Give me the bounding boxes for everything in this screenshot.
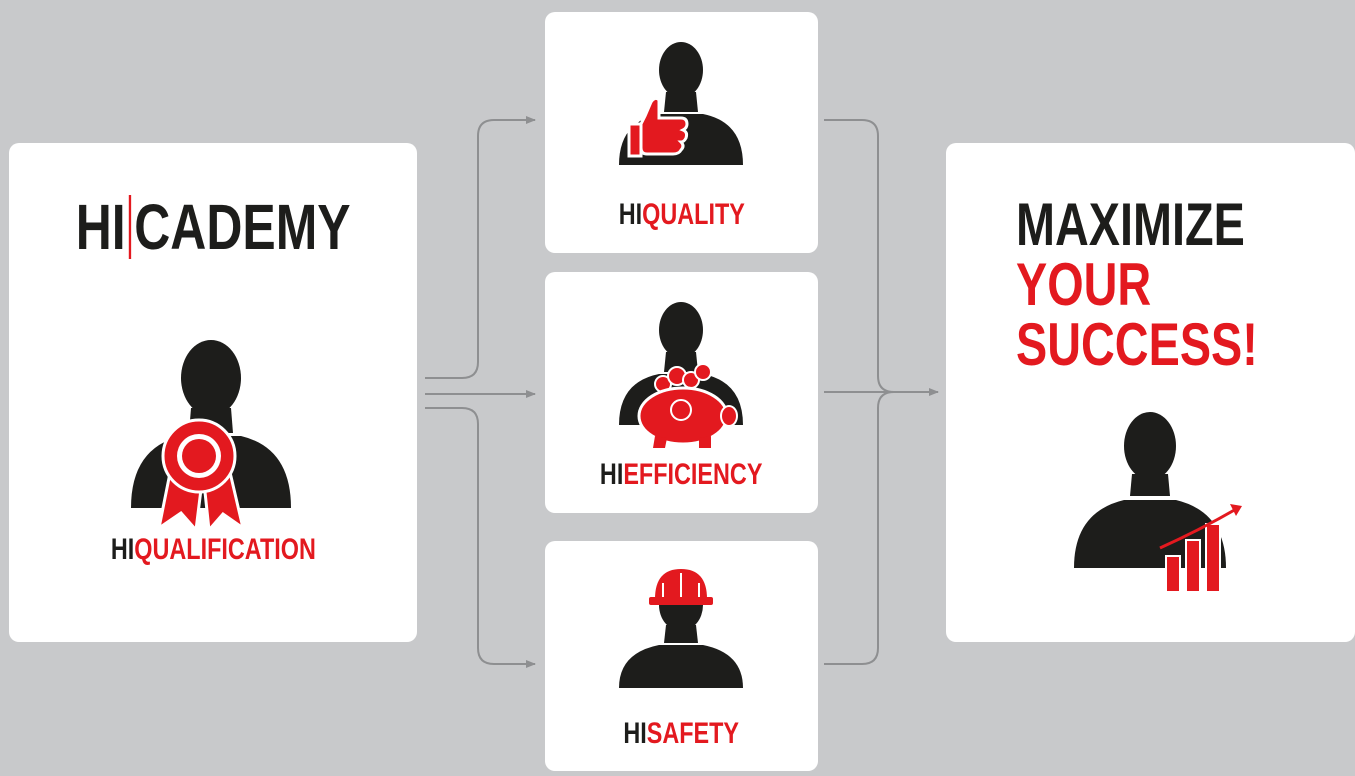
outcome-heading: MAXIMIZE YOUR SUCCESS! — [1016, 195, 1326, 375]
outcome-line-3: SUCCESS! — [1016, 311, 1258, 378]
efficiency-prefix: HI — [600, 458, 624, 491]
hard-hat-icon — [619, 569, 743, 688]
quality-label: HIQUALITY — [545, 200, 818, 230]
thumbs-up-icon — [619, 42, 743, 165]
outcome-card: MAXIMIZE YOUR SUCCESS! — [946, 143, 1355, 642]
efficiency-label: HIEFFICIENCY — [545, 460, 818, 490]
safety-label: HISAFETY — [545, 719, 818, 749]
safety-prefix: HI — [623, 717, 648, 750]
connector-from-safety — [824, 391, 895, 665]
safety-card: HISAFETY — [545, 541, 818, 771]
outcome-line-1: MAXIMIZE — [1016, 191, 1245, 258]
outcome-line-2: YOUR — [1016, 251, 1152, 318]
growth-chart-icon — [1074, 412, 1242, 593]
piggy-bank-icon — [619, 302, 743, 448]
connector-from-quality — [824, 119, 895, 393]
hicademy-logo-prefix: HI — [75, 191, 126, 263]
award-rosette-icon — [131, 340, 291, 528]
qualification-label: HIQUALIFICATION — [9, 535, 417, 565]
quality-text: QUALITY — [641, 198, 745, 231]
qualification-prefix: HI — [110, 533, 134, 566]
efficiency-card: HIEFFICIENCY — [545, 272, 818, 513]
safety-text: SAFETY — [647, 717, 740, 750]
quality-card: HIQUALITY — [545, 12, 818, 253]
quality-prefix: HI — [618, 198, 642, 231]
connector-to-safety — [425, 407, 536, 668]
logo-divider — [128, 195, 131, 259]
connector-to-quality — [425, 116, 536, 379]
efficiency-text: EFFICIENCY — [623, 458, 763, 491]
hicademy-logo-name: CADEMY — [134, 191, 351, 263]
qualification-text: QUALIFICATION — [133, 533, 316, 566]
